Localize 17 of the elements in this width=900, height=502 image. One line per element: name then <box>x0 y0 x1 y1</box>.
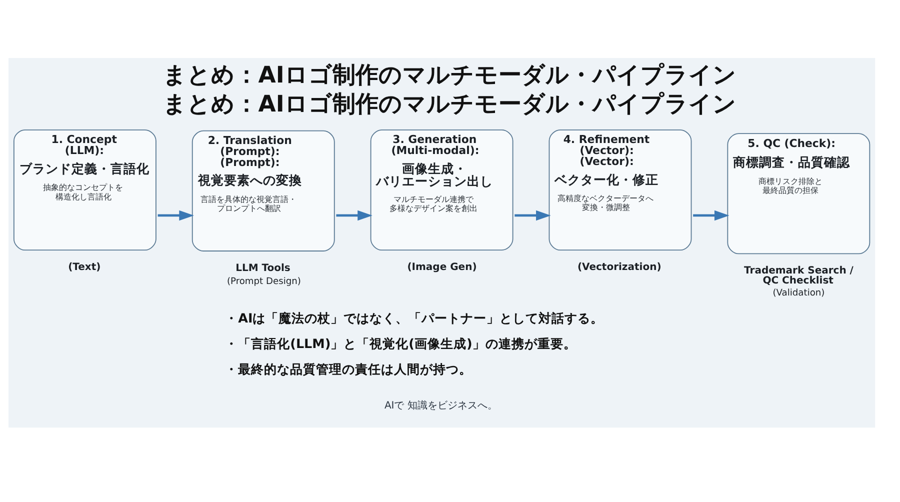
label: ・最終的な品質管理の責任は人間が持つ。 <box>225 362 472 378</box>
diagram-title: まとめ：AIロゴ制作のマルチモーダル・パイプライン <box>163 62 736 89</box>
label: ・AIは「魔法の杖」ではなく、「パートナー」として対話する。 <box>225 312 604 327</box>
label: ・「言語化(LLM)」と「視覚化(画像生成)」の連携が重要。 <box>225 337 576 352</box>
node-label: LLM Tools <box>236 262 290 274</box>
node-label: (Text) <box>68 262 101 273</box>
arrow <box>336 210 372 221</box>
node-label: (Validation) <box>772 288 825 299</box>
node-label: (Prompt Design) <box>226 276 301 287</box>
arrow <box>693 210 730 221</box>
arrow <box>158 210 194 221</box>
node-label: Trademark Search / QC Checklist <box>744 266 854 287</box>
node-label: (Image Gen) <box>407 262 477 273</box>
label: AIで 知識をビジネスへ。 <box>384 400 498 412</box>
label: まとめ：AIロゴ制作のマルチモーダル・パイプライン <box>163 92 736 118</box>
node-label: (Vectorization) <box>577 262 662 273</box>
arrow <box>514 210 551 221</box>
